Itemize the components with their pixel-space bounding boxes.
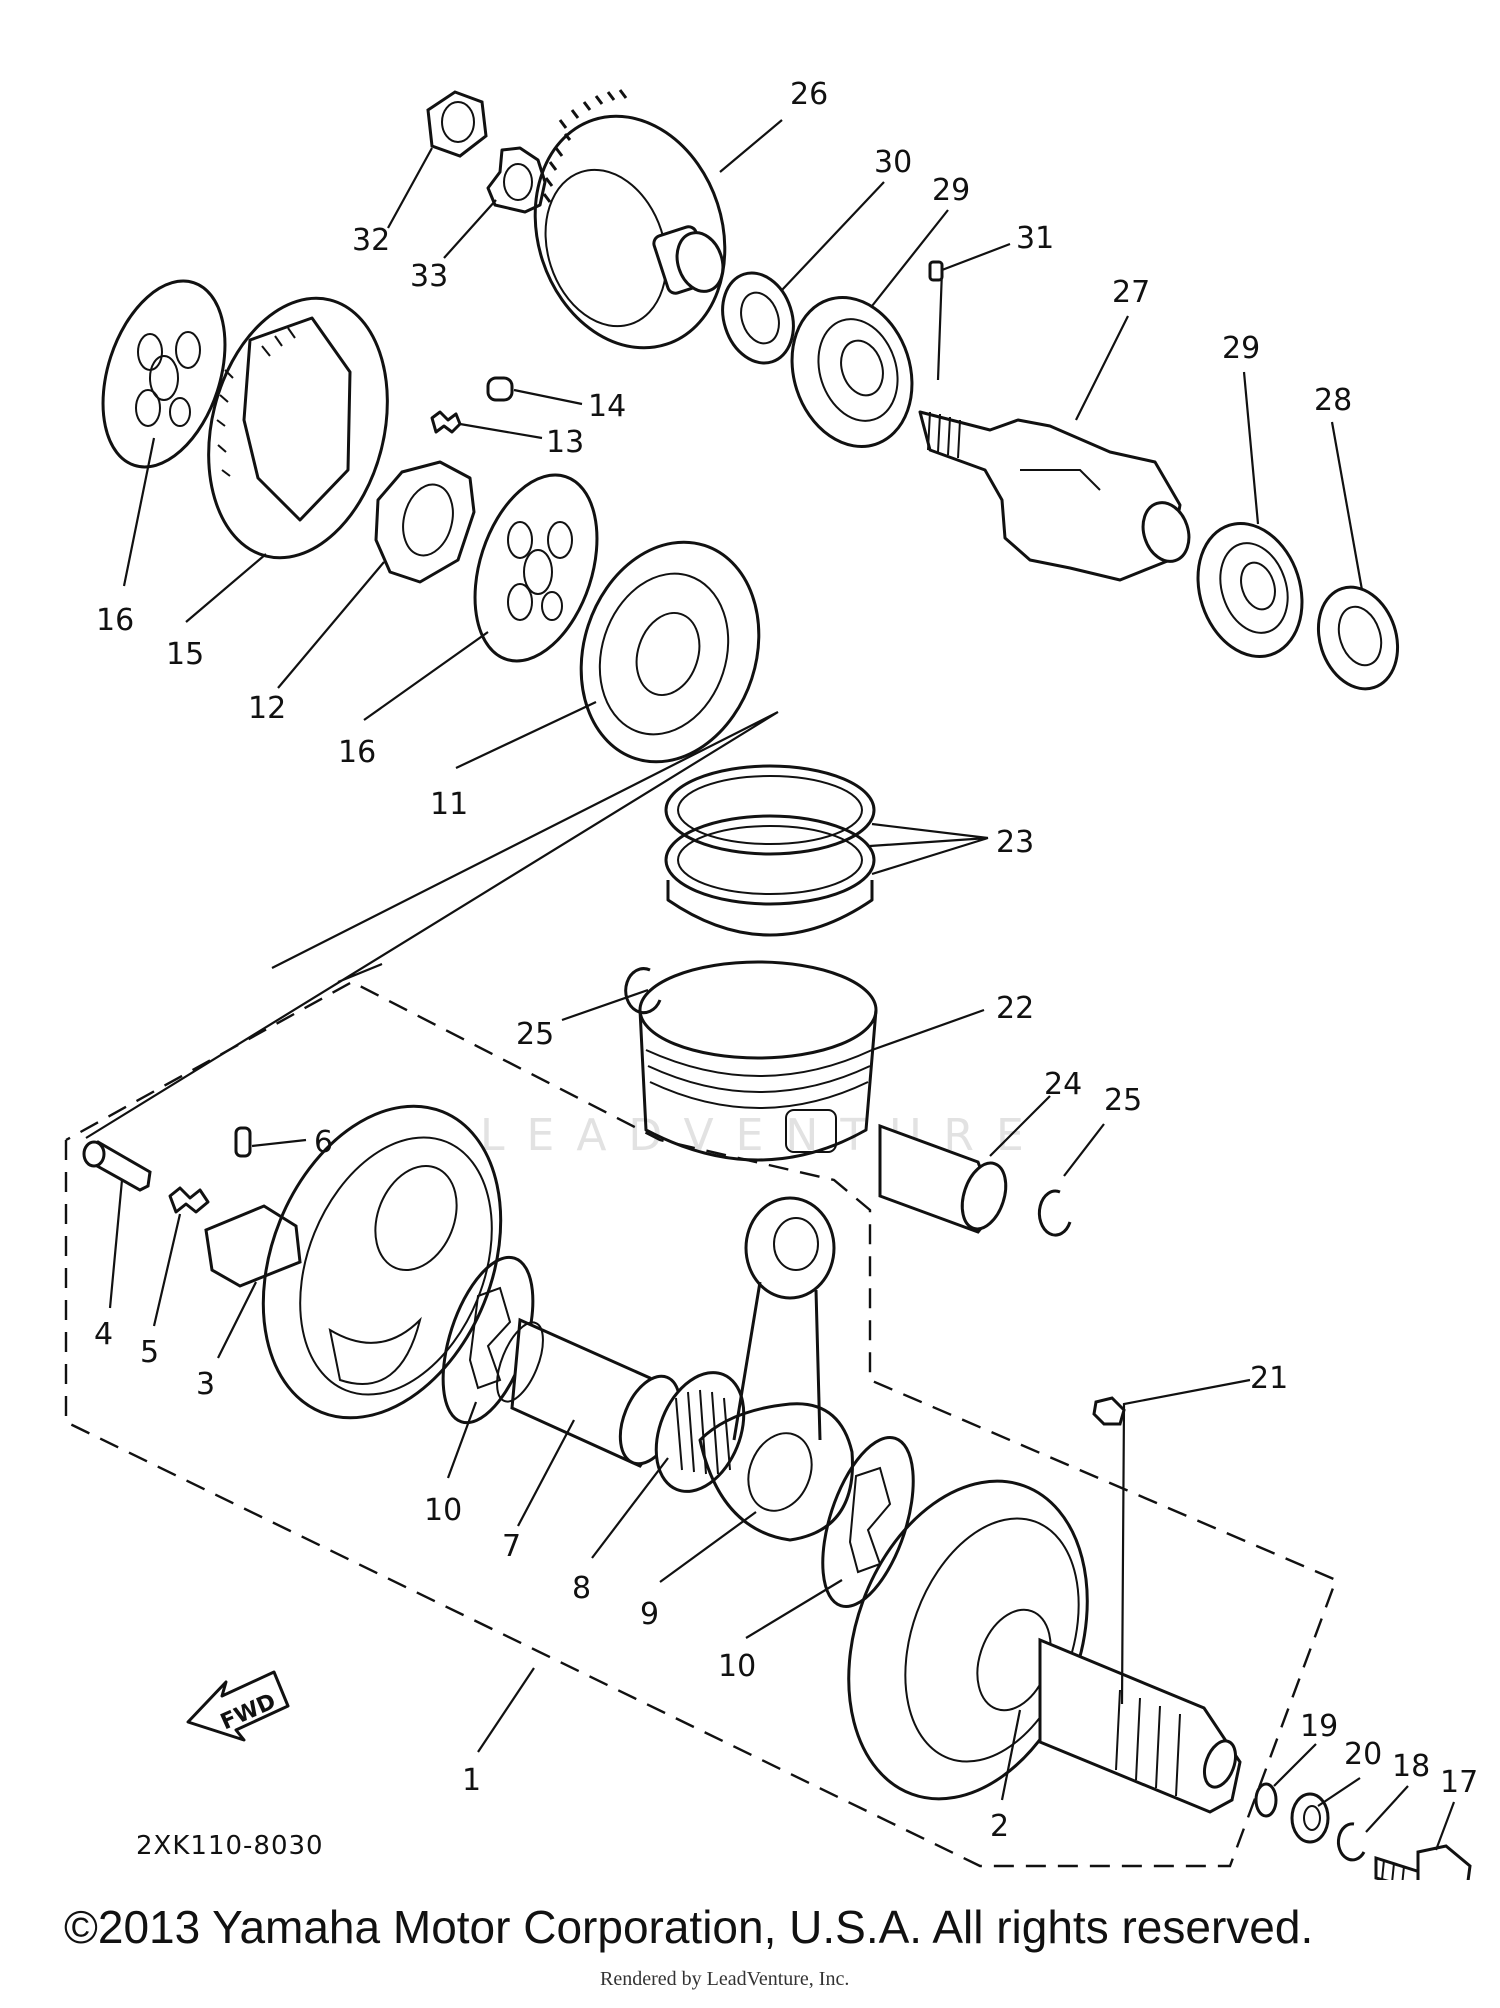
part-20-washer[interactable] bbox=[1290, 1792, 1330, 1844]
part-19-o-ring[interactable] bbox=[1254, 1782, 1278, 1818]
part-23-piston-rings[interactable] bbox=[664, 764, 876, 937]
callout-12: 12 bbox=[248, 691, 286, 726]
part-6-pin[interactable] bbox=[234, 1126, 252, 1158]
part-31-key[interactable] bbox=[928, 260, 944, 282]
callout-14: 14 bbox=[588, 389, 626, 424]
part-25-circlip-top[interactable] bbox=[624, 967, 662, 1015]
callout-3: 3 bbox=[196, 1367, 215, 1402]
part-28-oil-seal[interactable] bbox=[1306, 577, 1410, 699]
callout-31: 31 bbox=[1016, 221, 1054, 256]
callout-6: 6 bbox=[314, 1125, 333, 1160]
rendered-by-credit: Rendered by LeadVenture, Inc. bbox=[600, 1968, 850, 1990]
callout-25-top: 25 bbox=[516, 1017, 554, 1052]
part-13-spring[interactable] bbox=[430, 410, 462, 434]
part-8-needle-bearing[interactable] bbox=[640, 1360, 761, 1505]
part-12-one-way-clutch[interactable] bbox=[374, 460, 476, 584]
part-18-lock-washer[interactable] bbox=[1336, 1822, 1366, 1862]
callout-25-right: 25 bbox=[1104, 1083, 1142, 1118]
part-29-bearing-right[interactable] bbox=[1181, 510, 1318, 670]
callout-17: 17 bbox=[1440, 1765, 1478, 1800]
callout-24: 24 bbox=[1044, 1067, 1082, 1102]
part-33-lock-washer[interactable] bbox=[486, 146, 547, 214]
callout-32: 32 bbox=[352, 223, 390, 258]
part-24-piston-pin[interactable] bbox=[878, 1123, 1014, 1235]
callout-1: 1 bbox=[462, 1763, 481, 1798]
part-27-balancer-shaft[interactable] bbox=[918, 410, 1196, 582]
callout-33: 33 bbox=[410, 259, 448, 294]
callout-2: 2 bbox=[990, 1809, 1009, 1844]
callout-labels: 32 33 26 30 29 31 27 29 28 14 13 16 15 1… bbox=[94, 77, 1478, 1844]
part-16-plate-center[interactable] bbox=[453, 459, 619, 676]
callout-5: 5 bbox=[140, 1335, 159, 1370]
part-14-plunger[interactable] bbox=[486, 376, 514, 402]
callout-29-left: 29 bbox=[932, 173, 970, 208]
part-30-oil-seal[interactable] bbox=[711, 264, 804, 373]
callout-15: 15 bbox=[166, 637, 204, 672]
callout-28: 28 bbox=[1314, 383, 1352, 418]
part-11-bearing[interactable] bbox=[554, 519, 787, 785]
part-22-piston[interactable] bbox=[638, 960, 878, 1162]
part-21-key[interactable] bbox=[1092, 1396, 1126, 1426]
part-32-nut[interactable] bbox=[426, 90, 488, 158]
part-16-plate-left[interactable] bbox=[81, 265, 247, 482]
part-25-circlip-right[interactable] bbox=[1037, 1189, 1072, 1237]
part-5-spring[interactable] bbox=[168, 1186, 210, 1214]
callout-4: 4 bbox=[94, 1317, 113, 1352]
part-4-bolt[interactable] bbox=[82, 1140, 152, 1192]
exploded-parts-diagram: FWD bbox=[64, 77, 1478, 1880]
callout-29-right: 29 bbox=[1222, 331, 1260, 366]
callout-23: 23 bbox=[996, 825, 1034, 860]
fwd-arrow-icon: FWD bbox=[186, 1670, 290, 1742]
assembly-guide-lines bbox=[85, 711, 779, 1139]
copyright-notice: ©2013 Yamaha Motor Corporation, U.S.A. A… bbox=[64, 1901, 1314, 1953]
callout-8: 8 bbox=[572, 1571, 591, 1606]
callout-13: 13 bbox=[546, 425, 584, 460]
callout-30: 30 bbox=[874, 145, 912, 180]
part-17-bolt[interactable] bbox=[1374, 1844, 1472, 1880]
callout-19: 19 bbox=[1300, 1709, 1338, 1744]
callout-10-left: 10 bbox=[424, 1493, 462, 1528]
part-9-connecting-rod[interactable] bbox=[698, 1196, 854, 1542]
part-26-balancer-gear[interactable] bbox=[506, 89, 754, 373]
drawing-code: 2XK110-8030 bbox=[136, 1831, 324, 1861]
part-3-crank-left[interactable] bbox=[204, 1071, 545, 1454]
part-10-washer-right[interactable] bbox=[805, 1427, 932, 1618]
callout-20: 20 bbox=[1344, 1737, 1382, 1772]
callout-16-left: 16 bbox=[96, 603, 134, 638]
callout-22: 22 bbox=[996, 991, 1034, 1026]
fwd-label: FWD bbox=[217, 1689, 280, 1735]
part-29-bearing-left[interactable] bbox=[773, 282, 930, 462]
leader-lines bbox=[108, 119, 1456, 1851]
callout-21: 21 bbox=[1250, 1361, 1288, 1396]
callout-27: 27 bbox=[1112, 275, 1150, 310]
part-2-crank-right[interactable] bbox=[807, 1448, 1242, 1833]
callout-10-right: 10 bbox=[718, 1649, 756, 1684]
callout-9: 9 bbox=[640, 1597, 659, 1632]
part-15-wheel-gear[interactable] bbox=[183, 279, 414, 577]
callout-18: 18 bbox=[1392, 1749, 1430, 1784]
callout-16-center: 16 bbox=[338, 735, 376, 770]
callout-26: 26 bbox=[790, 77, 828, 112]
callout-7: 7 bbox=[502, 1529, 521, 1564]
callout-11: 11 bbox=[430, 787, 468, 822]
